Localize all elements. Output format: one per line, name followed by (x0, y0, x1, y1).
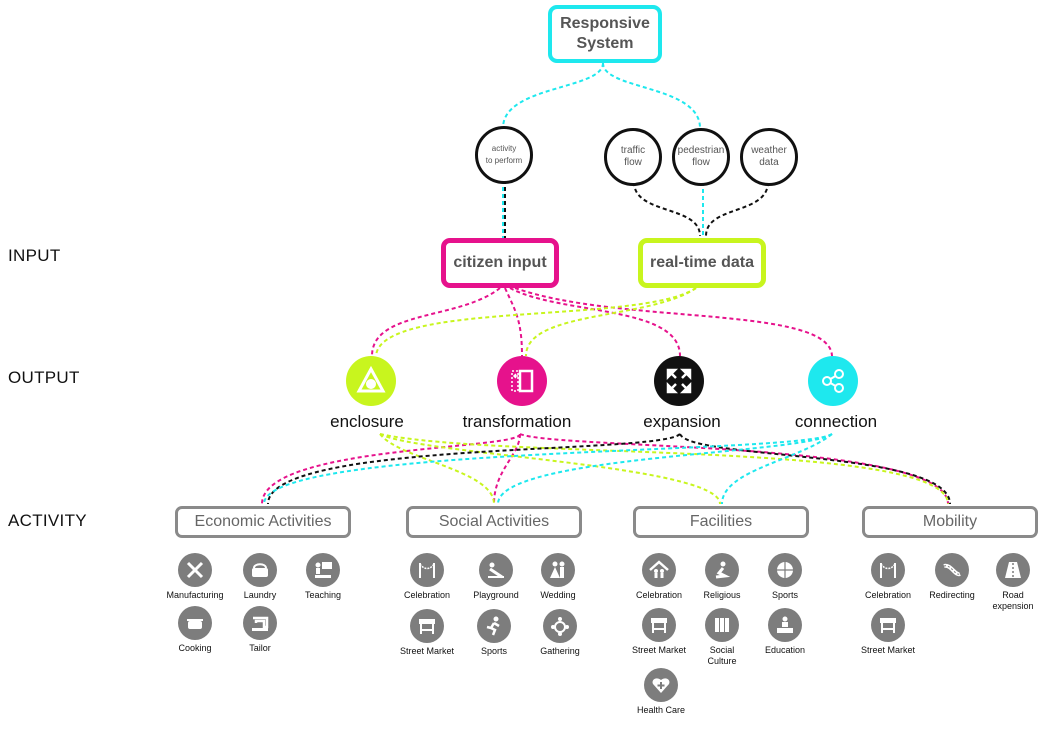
activity-item[interactable]: Celebration (392, 553, 462, 601)
link-enclosure-facilities (379, 433, 721, 505)
link-trans-econ (261, 433, 521, 505)
activity-item[interactable]: Celebration (624, 553, 694, 601)
link-connection-facilities (721, 433, 833, 505)
real-time-data-box[interactable]: real-time data (638, 238, 766, 288)
runner-icon (477, 609, 511, 643)
market-stall-icon (871, 608, 905, 642)
category-facilities[interactable]: Facilities (633, 506, 809, 538)
activity-item[interactable]: Teaching (288, 553, 358, 601)
category-mobility[interactable]: Mobility (862, 506, 1038, 538)
weather-data-circle[interactable]: weather data (740, 128, 798, 186)
activity-item[interactable]: Gathering (525, 609, 595, 657)
row-label-input: INPUT (8, 246, 61, 265)
slide-icon (479, 553, 513, 587)
wedding-icon (541, 553, 575, 587)
link-traffic-realtime (633, 181, 701, 237)
expansion-circle[interactable] (654, 356, 704, 406)
activity-item[interactable]: Redirecting (917, 553, 987, 601)
category-social-activities[interactable]: Social Activities (406, 506, 582, 538)
activity-item[interactable]: Cooking (160, 606, 230, 654)
link-citizen-enclosure (371, 287, 501, 357)
category-economic-activities[interactable]: Economic Activities (175, 506, 351, 538)
row-label-activity: ACTIVITY (8, 511, 87, 530)
road-icon (996, 553, 1030, 587)
link-expansion-mobility (679, 433, 951, 505)
basket-icon (243, 553, 277, 587)
books-icon (705, 608, 739, 642)
activity-item[interactable]: Wedding (523, 553, 593, 601)
link-system-pedestrian (602, 62, 701, 129)
heart-cross-icon (644, 668, 678, 702)
link-trans-social (493, 433, 521, 505)
link-weather-realtime (705, 181, 769, 237)
pedestrian-flow-circle[interactable]: pedestrian flow (672, 128, 730, 186)
activity-item[interactable]: Playground (461, 553, 531, 601)
link-realtime-transformation (525, 287, 697, 357)
family-house-icon (642, 553, 676, 587)
activity-item[interactable]: Road expension (978, 553, 1042, 612)
sewing-machine-icon (243, 606, 277, 640)
ball-icon (768, 553, 802, 587)
transform-panel-icon (511, 369, 534, 393)
redirect-road-icon (935, 553, 969, 587)
activity-item[interactable]: Sports (459, 609, 529, 657)
link-connection-econ (263, 433, 833, 505)
tools-icon (178, 553, 212, 587)
link-realtime-enclosure (375, 287, 697, 357)
expand-arrows-icon (666, 368, 692, 394)
link-expansion-econ (267, 433, 681, 505)
activity-item[interactable]: Sports (750, 553, 820, 601)
enclosure-label: enclosure (330, 412, 404, 431)
citizen-input-box[interactable]: citizen input (441, 238, 559, 288)
link-citizen-transformation (504, 287, 523, 357)
link-enclosure-social (379, 433, 495, 505)
activity-item[interactable]: Laundry (225, 553, 295, 601)
transformation-circle[interactable] (497, 356, 547, 406)
traffic-flow-circle[interactable]: traffic flow (604, 128, 662, 186)
link-connection-social (497, 433, 833, 505)
activity-item[interactable]: Education (750, 608, 820, 656)
share-icon (822, 369, 844, 393)
connection-circle[interactable] (808, 356, 858, 406)
market-stall-icon (642, 608, 676, 642)
activity-item[interactable]: Tailor (225, 606, 295, 654)
responsive-system-box[interactable]: Responsive System (548, 5, 662, 63)
market-stall-icon (410, 609, 444, 643)
link-system-activity (502, 62, 604, 129)
link-trans-mobility (519, 433, 949, 505)
row-label-output: OUTPUT (8, 368, 80, 387)
activity-to-perform-circle[interactable]: activity to perform (475, 126, 533, 184)
activity-item[interactable]: Manufacturing (160, 553, 230, 601)
activity-item[interactable]: Street Market (392, 609, 462, 657)
classroom-icon (306, 553, 340, 587)
pot-icon (178, 606, 212, 640)
garland-icon (410, 553, 444, 587)
link-enclosure-mobility (379, 433, 949, 505)
activity-item[interactable]: Health Care (626, 668, 696, 716)
enclosure-circle[interactable] (346, 356, 396, 406)
lecture-icon (768, 608, 802, 642)
transformation-label: transformation (462, 412, 572, 431)
prayer-icon (705, 553, 739, 587)
activity-item[interactable]: Street Market (624, 608, 694, 656)
link-citizen-expansion (509, 287, 681, 357)
activity-item[interactable]: Street Market (853, 608, 923, 656)
garland-icon (871, 553, 905, 587)
gathering-icon (543, 609, 577, 643)
activity-item[interactable]: Celebration (853, 553, 923, 601)
connection-label: connection (794, 412, 878, 431)
expansion-label: expansion (643, 412, 721, 431)
activity-item[interactable]: Religious (687, 553, 757, 601)
triangle-enclosure-icon (356, 366, 386, 393)
link-citizen-connection (514, 287, 833, 357)
activity-item[interactable]: Social Culture (687, 608, 757, 667)
